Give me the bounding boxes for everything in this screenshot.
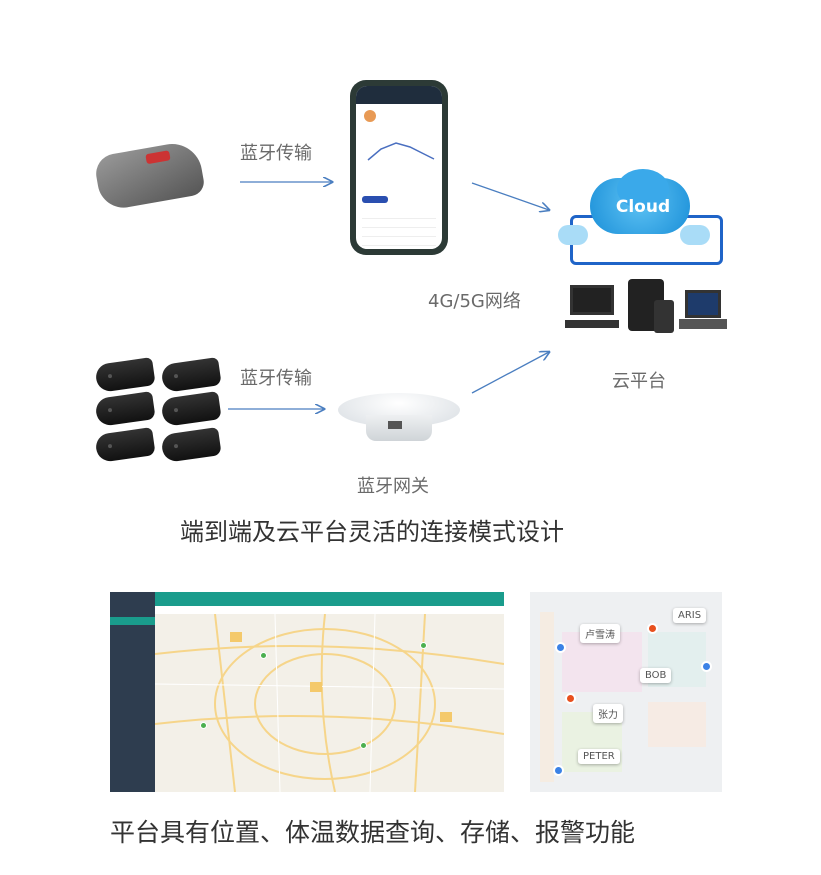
- cloud-platform-image: Cloud: [555, 169, 730, 335]
- indoor-floor-map: 卢雪涛 ARIS BOB 张力 PETER: [530, 592, 722, 792]
- person-label[interactable]: PETER: [578, 749, 620, 764]
- person-label[interactable]: BOB: [640, 668, 672, 683]
- cloud-platform-label: 云平台: [612, 371, 666, 392]
- diagram-caption: 端到端及云平台灵活的连接模式设计: [180, 518, 564, 546]
- person-label[interactable]: 卢雪涛: [580, 624, 620, 643]
- person-label[interactable]: 张力: [593, 704, 623, 723]
- gateway-label: 蓝牙网关: [357, 476, 429, 497]
- person-label[interactable]: ARIS: [673, 608, 707, 623]
- arrows: [228, 0, 821, 500]
- arrow-phone-to-cloud: [471, 182, 549, 210]
- arrow-gateway-to-cloud: [471, 352, 549, 394]
- platform-map-screenshot: [110, 592, 504, 792]
- smartphone-app-image: [350, 80, 448, 255]
- bluetooth-transfer-label-top: 蓝牙传输: [240, 143, 312, 164]
- bluetooth-tags-image: [90, 355, 222, 463]
- footer-caption: 平台具有位置、体温数据查询、存储、报警功能: [110, 818, 636, 847]
- network-label: 4G/5G网络: [428, 291, 521, 312]
- bluetooth-transfer-label-bottom: 蓝牙传输: [240, 368, 312, 389]
- cloud-label: Cloud: [615, 197, 671, 217]
- bluetooth-gateway-image: [338, 385, 460, 445]
